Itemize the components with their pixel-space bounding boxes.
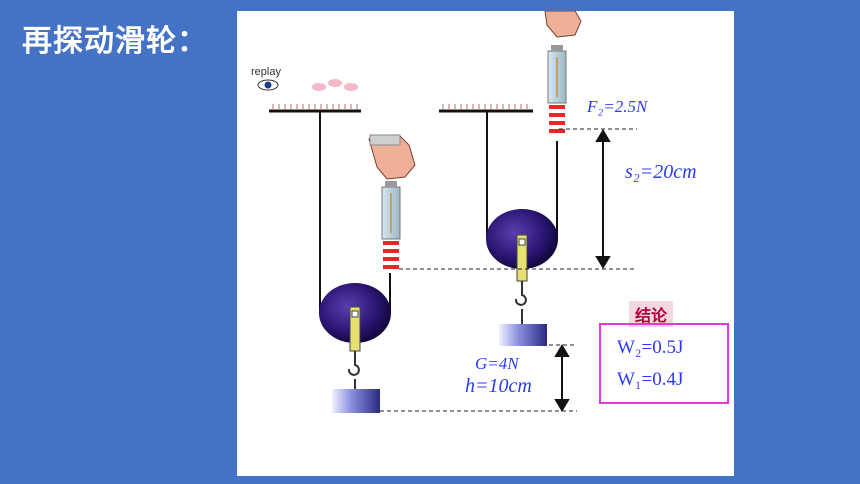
left-ceiling-support [269,104,361,113]
f2-label: F₂=2.5N [587,97,648,116]
animation-panel: replay F₂=2.5N s₂=20cm G=4N h=10cm 结论 W₂… [237,11,734,476]
right-spring-scale [547,45,567,133]
w1-value: W₁=0.4J [617,369,684,390]
s2-arrow [595,129,611,269]
right-hand-icon [544,11,582,38]
footprints-decoration [312,79,358,91]
reference-lines [380,128,637,412]
left-pulley-setup [319,111,416,413]
g-label: G=4N [475,354,519,373]
w2-value: W₂=0.5J [617,337,684,358]
right-ceiling-support [439,104,533,113]
s2-label: s₂=20cm [625,161,697,183]
conclusion-title: 结论 [629,301,674,327]
left-spring-scale [381,181,401,269]
h-label: h=10cm [465,375,532,397]
left-weight [332,389,380,413]
h-arrow [554,344,570,412]
left-hand-icon [368,134,416,180]
replay-button[interactable]: replay [251,66,281,78]
right-weight [499,324,547,346]
conclusion-box: W₂=0.5J W₁=0.4J [599,323,729,404]
right-pulley-setup [486,11,582,346]
eye-icon[interactable] [257,79,279,91]
pulley-diagram [257,11,637,413]
page-title: 再探动滑轮： [22,24,208,59]
